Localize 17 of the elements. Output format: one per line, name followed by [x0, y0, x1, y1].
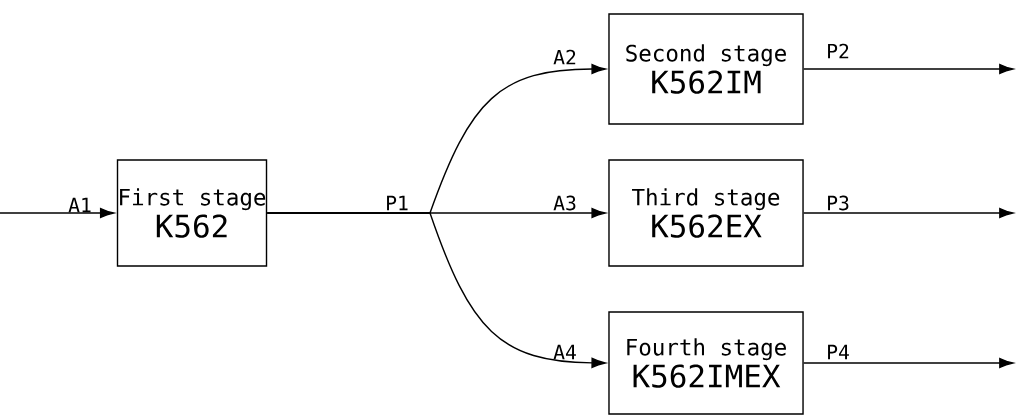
stage-box: Third stage K562EX	[608, 159, 804, 267]
edge-label: A1	[68, 197, 91, 213]
output-label: P1	[387, 195, 408, 211]
arrow	[803, 207, 1014, 219]
stage-box: Second stage K562IM	[608, 13, 804, 125]
arrow	[803, 357, 1014, 369]
arrow	[803, 63, 1014, 75]
stage-box: Fourth stage K562IMEX	[608, 311, 804, 415]
arrow	[0, 207, 115, 219]
edge-label: A3	[553, 195, 576, 211]
arrow	[266, 212, 606, 369]
edge-label: P4	[828, 344, 849, 360]
edge-label: P3	[828, 195, 849, 211]
edge-label: P2	[828, 43, 849, 59]
stage-box: First stage K562	[116, 159, 268, 267]
edge-label: A4	[553, 344, 576, 360]
edge-label: A2	[553, 49, 576, 65]
